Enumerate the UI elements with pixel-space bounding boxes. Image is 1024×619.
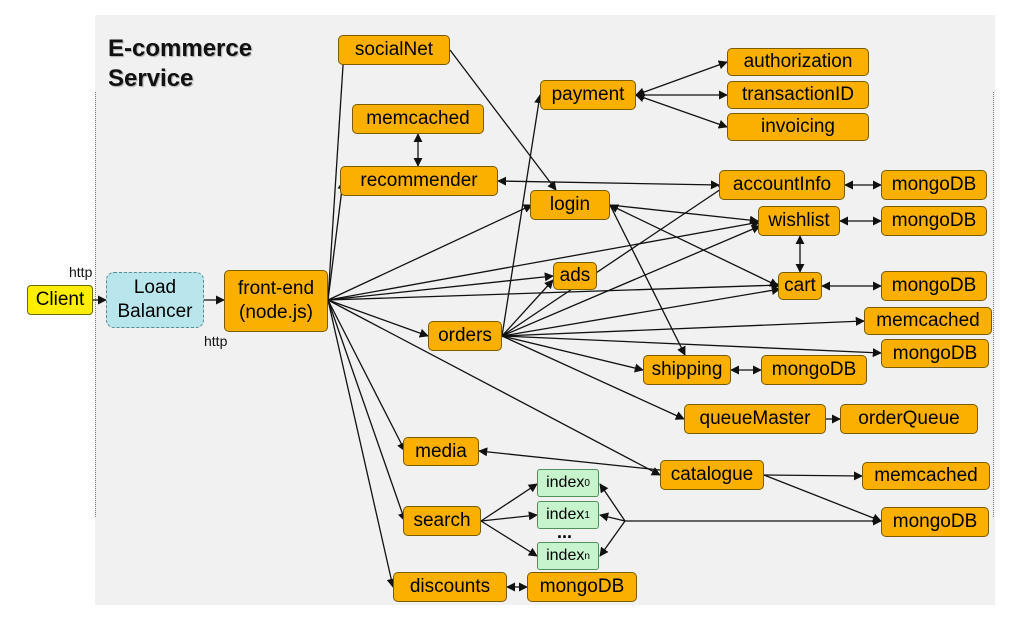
index-0-subscript: 0 xyxy=(584,477,590,489)
cart-node[interactable]: cart xyxy=(778,272,822,300)
orders-node[interactable]: orders xyxy=(428,321,502,351)
edge-fe-discounts xyxy=(327,299,396,588)
mongodb-orders-node[interactable]: mongoDB xyxy=(881,339,989,368)
title-line-2: Service xyxy=(108,65,194,92)
load-balancer-node[interactable]: Load Balancer xyxy=(106,272,204,328)
client-node[interactable]: Client xyxy=(27,285,93,315)
memcached-catalogue-node[interactable]: memcached xyxy=(862,462,990,490)
media-node[interactable]: media xyxy=(403,437,479,466)
edge-payment-authorization xyxy=(635,60,728,97)
edge-payment-invoicing xyxy=(635,93,728,129)
mongodb-shipping-node[interactable]: mongoDB xyxy=(761,355,867,385)
edge-orders-cart xyxy=(501,285,781,337)
edge-search-index1 xyxy=(480,511,538,522)
index-0-text: index xyxy=(546,474,585,491)
front-end-line-2: (node.js) xyxy=(239,302,313,323)
edge-fe-media xyxy=(327,299,406,452)
load-balancer-line-1: Load xyxy=(133,277,177,298)
edge-search-index0 xyxy=(480,483,538,522)
payment-node[interactable]: payment xyxy=(540,80,636,110)
invoicing-node[interactable]: invoicing xyxy=(727,113,869,141)
mongodb-account-node[interactable]: mongoDB xyxy=(881,170,987,200)
shipping-node[interactable]: shipping xyxy=(643,355,731,385)
memcached-node-top[interactable]: memcached xyxy=(352,104,484,134)
edge-fe-socialnet xyxy=(327,49,349,301)
title-line-1: E-commerce xyxy=(108,35,253,62)
edge-fe-cart xyxy=(327,280,781,301)
edge-orders-memcached xyxy=(501,316,865,337)
wishlist-node[interactable]: wishlist xyxy=(758,206,840,236)
edge-fe-search xyxy=(327,299,407,522)
discounts-node[interactable]: discounts xyxy=(393,572,507,602)
accountinfo-node[interactable]: accountInfo xyxy=(719,170,845,200)
http-label-out: http xyxy=(204,333,228,349)
mongodb-catalogue-node[interactable]: mongoDB xyxy=(881,507,989,537)
edge-orders-wishlist xyxy=(501,225,761,337)
edge-login-cart xyxy=(609,204,779,287)
edge-orders-shipping xyxy=(501,335,644,373)
edge-fe-orders xyxy=(327,299,429,338)
socialnet-node[interactable]: socialNet xyxy=(338,35,450,65)
http-label-in: http xyxy=(69,264,93,280)
authorization-node[interactable]: authorization xyxy=(727,48,869,76)
index-n-subscript: n xyxy=(584,550,590,562)
edge-login-wishlist xyxy=(609,204,759,225)
mongodb-wishlist-node[interactable]: mongoDB xyxy=(881,206,987,236)
login-node[interactable]: login xyxy=(530,190,610,220)
edge-bracket-indexn xyxy=(599,520,626,557)
edge-orders-queuemaster xyxy=(501,335,685,420)
load-balancer-line-2: Balancer xyxy=(117,301,193,322)
search-node[interactable]: search xyxy=(403,506,481,536)
edge-search-indexn xyxy=(480,520,538,557)
index-n-text: index xyxy=(546,547,585,564)
diagram-title: E-commerce Service xyxy=(108,34,252,94)
memcached-orders-node[interactable]: memcached xyxy=(864,307,992,335)
mongodb-cart-node[interactable]: mongoDB xyxy=(881,271,987,301)
edge-catalogue-media xyxy=(478,447,661,471)
edge-orders-ads xyxy=(501,279,554,337)
edge-catalogue-mongodb xyxy=(763,474,882,523)
mongodb-discounts-node[interactable]: mongoDB xyxy=(527,572,637,602)
recommender-node[interactable]: recommender xyxy=(340,166,498,196)
edge-accountinfo-recommender xyxy=(497,176,720,190)
right-boundary-line xyxy=(993,92,994,517)
edge-bracket-index1 xyxy=(599,512,626,522)
catalogue-node[interactable]: catalogue xyxy=(660,460,764,490)
left-boundary-line xyxy=(95,92,96,517)
edge-orders-accountinfo xyxy=(501,184,728,337)
queuemaster-node[interactable]: queueMaster xyxy=(684,404,826,434)
index-1-text: index xyxy=(546,506,585,523)
ads-node[interactable]: ads xyxy=(553,262,597,290)
transactionid-node[interactable]: transactionID xyxy=(727,81,869,109)
orderqueue-node[interactable]: orderQueue xyxy=(840,404,978,434)
edge-catalogue-memcached xyxy=(763,471,863,481)
edge-fe-catalogue xyxy=(327,299,661,476)
front-end-line-1: front-end xyxy=(237,278,315,299)
front-end-node[interactable]: front-end (node.js) xyxy=(224,270,328,332)
edge-orders-mongodb xyxy=(501,335,882,358)
edge-fe-ads xyxy=(327,272,554,301)
index-1-subscript: 1 xyxy=(584,509,590,521)
edge-fe-login xyxy=(327,204,533,301)
edge-login-shipping xyxy=(609,204,686,356)
edge-bracket-index0 xyxy=(599,483,626,522)
edge-fe-recommender xyxy=(327,180,347,301)
edge-socialnet-login xyxy=(449,49,557,191)
edge-orders-payment xyxy=(501,94,544,337)
